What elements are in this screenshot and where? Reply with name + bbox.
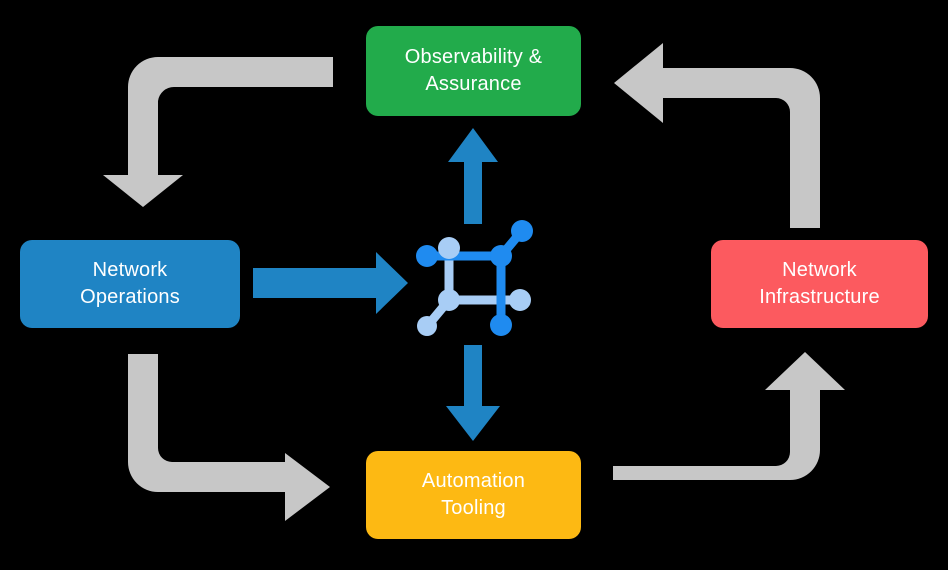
icon-node-center-left-light: [438, 289, 460, 311]
icon-node-bottom-dark: [490, 314, 512, 336]
node-label-observability: Observability & Assurance: [404, 46, 543, 95]
node-label-automation-tooling: Automation Tooling: [421, 470, 526, 519]
node-box-network-operations[interactable]: Network Operations: [20, 240, 240, 328]
network-topology-icon: [416, 220, 533, 336]
node-box-network-infrastructure[interactable]: Network Infrastructure: [711, 240, 928, 328]
icon-node-top-right-dark: [511, 220, 533, 242]
node-box-observability[interactable]: Observability & Assurance: [366, 26, 581, 116]
gray-arrow-automation-tooling-to-network-infrastructure: [613, 352, 845, 480]
node-label-network-operations: Network Operations: [80, 259, 180, 308]
icon-node-left-dark: [416, 245, 438, 267]
gray-arrow-observability-to-network-operations: [103, 57, 333, 207]
gray-arrow-network-operations-to-automation-tooling: [128, 354, 330, 521]
icon-node-bottom-left-light: [417, 316, 437, 336]
icon-node-top-light: [438, 237, 460, 259]
blue-arrow-network-operations-to-center: [253, 252, 408, 314]
blue-arrow-center-to-automation-tooling: [446, 345, 500, 441]
blue-arrow-center-to-observability: [448, 128, 498, 224]
icon-node-center-right-dark: [490, 245, 512, 267]
node-box-automation-tooling[interactable]: Automation Tooling: [366, 451, 581, 539]
icon-node-right-light: [509, 289, 531, 311]
gray-arrow-network-infrastructure-to-observability: [614, 43, 820, 228]
node-label-network-infrastructure: Network Infrastructure: [759, 259, 880, 308]
